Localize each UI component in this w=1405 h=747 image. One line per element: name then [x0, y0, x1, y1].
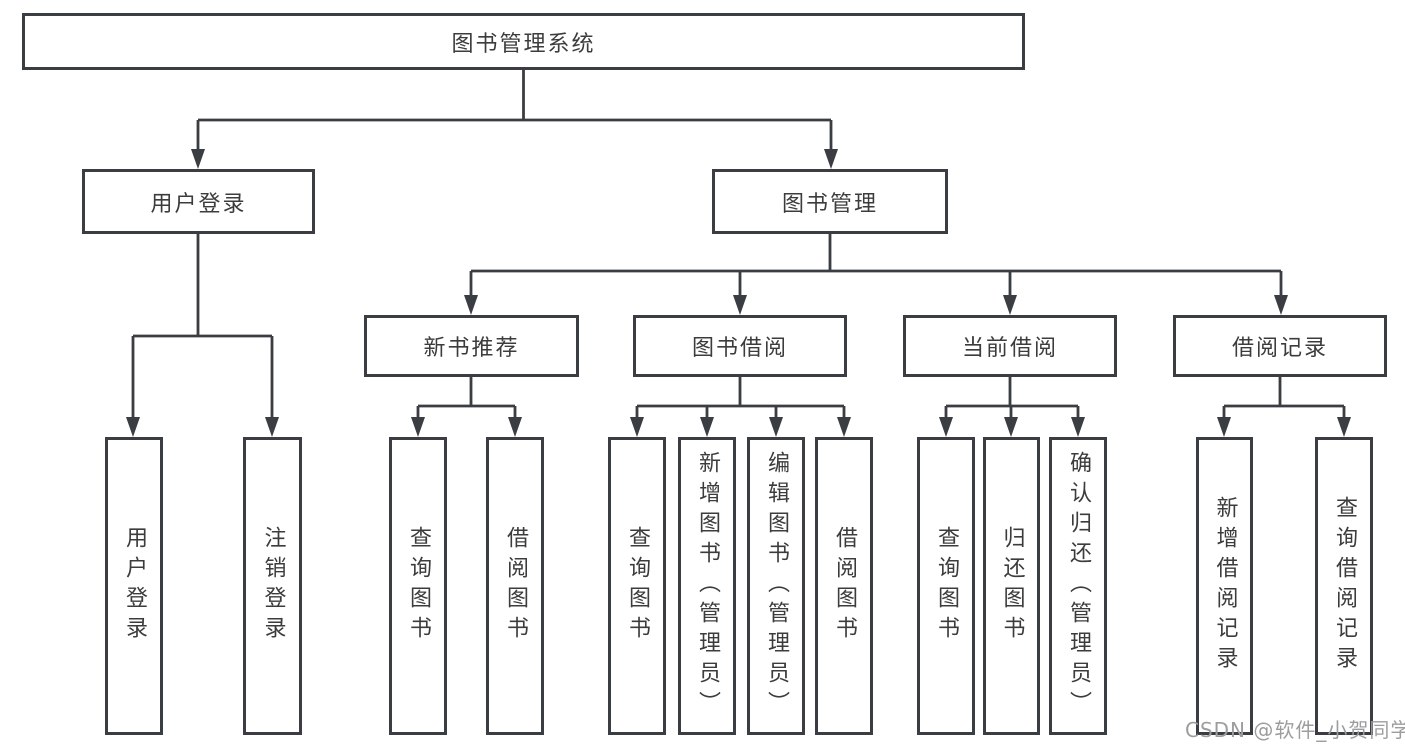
node-current-borrowing: 当前借阅	[903, 315, 1117, 377]
leaf-borrow-books-borrowing: 借阅图书	[815, 437, 873, 735]
node-library-management-system: 图书管理系统	[22, 13, 1025, 70]
node-label: 借阅图书	[832, 526, 857, 646]
connector-root-to-level2	[191, 70, 838, 169]
node-label: 当前借阅	[961, 336, 1058, 361]
connector-user-login-children	[126, 234, 279, 437]
node-label: 用户登录	[122, 526, 147, 646]
node-label: 用户登录	[150, 191, 247, 217]
node-borrowing-records: 借阅记录	[1173, 315, 1387, 377]
node-label: 新增图书（管理员）	[695, 451, 720, 721]
leaf-return-book: 归还图书	[983, 437, 1040, 735]
node-book-borrowing: 图书借阅	[633, 315, 847, 377]
node-label: 归还图书	[999, 526, 1025, 646]
leaf-logout: 注销登录	[243, 437, 302, 735]
node-label: 新书推荐	[423, 336, 520, 361]
leaf-query-borrow-record: 查询借阅记录	[1315, 437, 1373, 735]
node-label: 新增借阅记录	[1212, 496, 1238, 676]
node-label: 编辑图书（管理员）	[764, 451, 789, 721]
node-label: 图书管理系统	[451, 31, 596, 57]
node-label: 确认归还（管理员）	[1066, 451, 1091, 721]
csdn-watermark: CSDN @软件_小贺同学	[1185, 718, 1405, 742]
node-label: 借阅图书	[503, 526, 528, 646]
node-label: 查询借阅记录	[1332, 496, 1357, 676]
node-label: 查询图书	[625, 526, 650, 646]
leaf-query-books-recommendation: 查询图书	[389, 437, 447, 735]
leaf-query-books-borrowing: 查询图书	[608, 437, 666, 735]
connector-borrow-records-children	[1217, 377, 1351, 437]
node-new-book-recommendation: 新书推荐	[364, 315, 579, 377]
connector-book-borrow-children	[630, 377, 851, 437]
node-label: 图书管理	[781, 191, 878, 217]
node-label: 查询图书	[934, 526, 959, 646]
node-label: 查询图书	[406, 526, 431, 646]
leaf-add-book-admin: 新增图书（管理员）	[678, 437, 736, 735]
leaf-edit-book-admin: 编辑图书（管理员）	[747, 437, 805, 735]
node-user-login: 用户登录	[82, 169, 315, 234]
node-book-management: 图书管理	[712, 169, 948, 234]
connector-current-borrow-children	[939, 377, 1085, 437]
connector-new-book-rec-children	[411, 377, 522, 437]
node-label: 图书借阅	[691, 336, 788, 361]
connector-book-mgmt-children	[464, 234, 1288, 315]
leaf-add-borrow-record: 新增借阅记录	[1196, 437, 1253, 735]
node-label: 注销登录	[260, 526, 286, 646]
leaf-borrow-books-recommendation: 借阅图书	[486, 437, 544, 735]
leaf-confirm-return-admin: 确认归还（管理员）	[1049, 437, 1107, 735]
leaf-user-login: 用户登录	[105, 437, 163, 735]
node-label: 借阅记录	[1231, 336, 1328, 361]
leaf-query-books-current: 查询图书	[917, 437, 975, 735]
